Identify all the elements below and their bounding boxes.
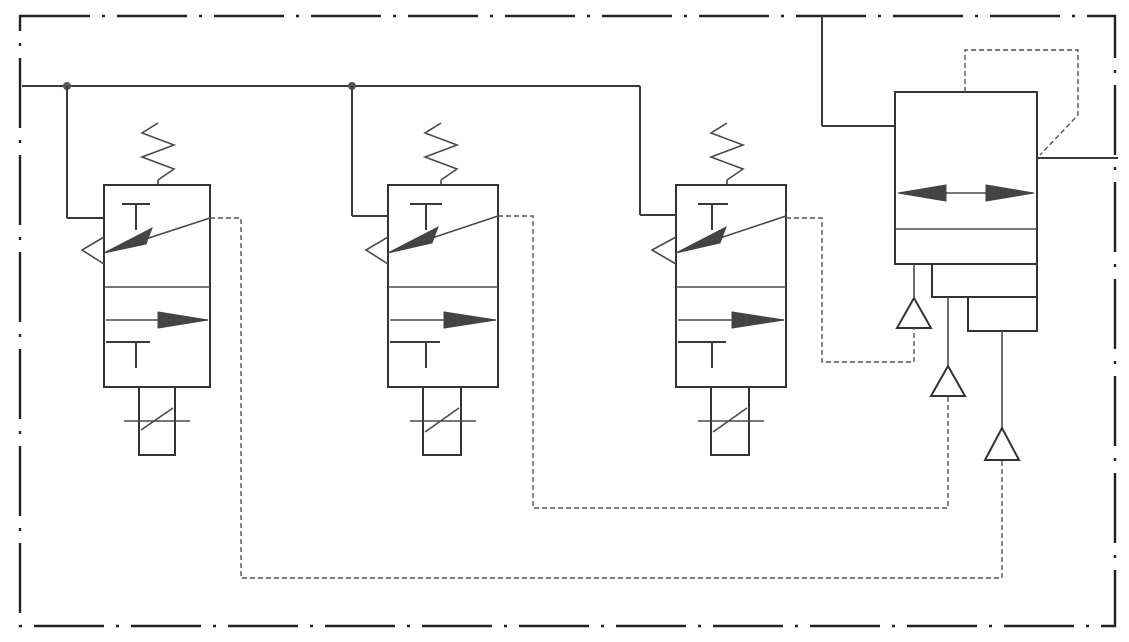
exhaust-triangle [364, 236, 389, 265]
pilot-line-valve-2 [498, 215, 949, 509]
pilot-input-triangle-3 [983, 425, 1021, 461]
valve-1 [80, 122, 211, 456]
pilot-input-triangle-1 [895, 295, 933, 329]
pilot-input-triangle-2 [929, 363, 967, 397]
spring-icon [708, 122, 746, 181]
pilot-lines [210, 215, 1003, 579]
solenoid-actuator-3 [698, 386, 764, 456]
exhaust-triangle [80, 236, 105, 265]
boundary-frame [18, 14, 1117, 628]
spring-icon [139, 122, 177, 181]
solenoid-actuator-1 [124, 386, 190, 456]
supply-line [22, 82, 676, 219]
solenoid-actuator-2 [410, 386, 476, 456]
valve-2 [364, 122, 499, 456]
valve-3 [650, 122, 787, 456]
logic-valve-block [821, 16, 1118, 461]
exhaust-triangle [650, 236, 677, 265]
spring-icon [422, 122, 460, 181]
pilot-line-valve-3 [786, 217, 915, 363]
pilot-line-valve-1 [210, 217, 1003, 579]
